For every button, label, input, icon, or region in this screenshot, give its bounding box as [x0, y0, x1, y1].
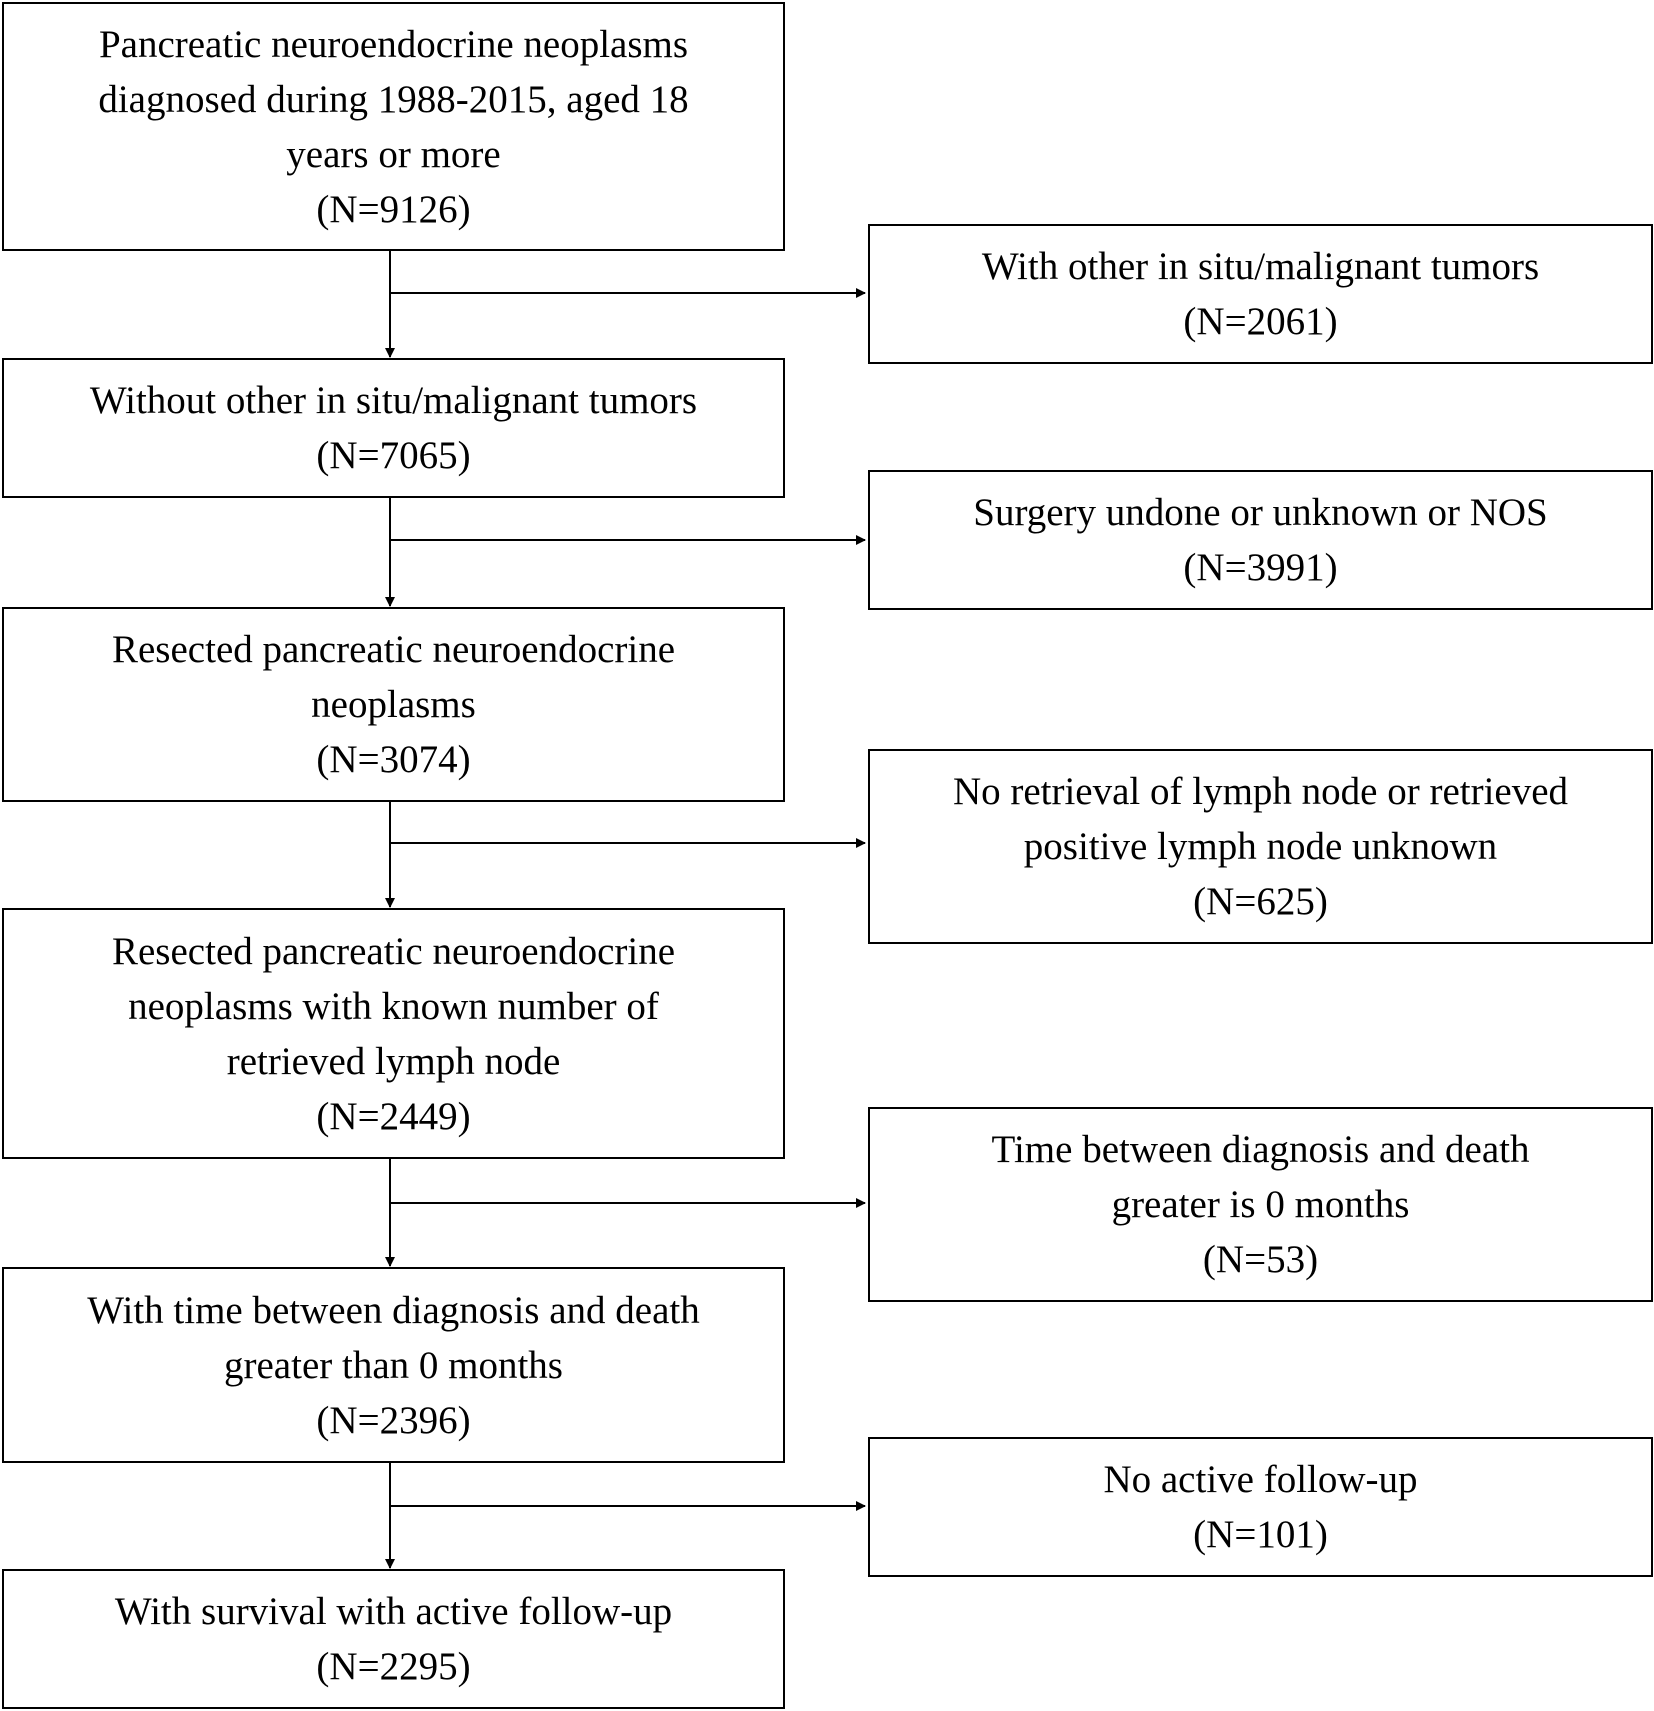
- exclusion-box-1-line-1: With other in situ/malignant tumors: [981, 245, 1540, 288]
- exclusion-box-4-line-2: greater is 0 months: [1111, 1183, 1410, 1226]
- exclusion-box-3-line-3: (N=625): [1193, 880, 1328, 923]
- main-box-5-time-greater-than-zero: With time between diagnosis and death gr…: [2, 1267, 785, 1463]
- main-box-3-line-1: Resected pancreatic neuroendocrine: [111, 628, 676, 671]
- main-box-2-line-2: (N=7065): [316, 434, 471, 477]
- main-box-4-line-1: Resected pancreatic neuroendocrine: [111, 929, 676, 973]
- main-box-4-known-lymph-node: Resected pancreatic neuroendocrine neopl…: [2, 908, 785, 1159]
- exclusion-box-2-line-2: (N=3991): [1183, 546, 1338, 589]
- main-box-3-resected: Resected pancreatic neuroendocrine neopl…: [2, 607, 785, 802]
- exclusion-box-5-line-1: No active follow-up: [1103, 1458, 1418, 1501]
- main-box-6-line-1: With survival with active follow-up: [114, 1590, 673, 1633]
- exclusion-box-2-line-1: Surgery undone or unknown or NOS: [973, 491, 1548, 534]
- main-box-4-line-3: retrieved lymph node: [226, 1039, 561, 1083]
- exclusion-box-5-no-follow-up: No active follow-up (N=101): [868, 1437, 1653, 1577]
- exclusion-box-1-other-tumors: With other in situ/malignant tumors (N=2…: [868, 224, 1653, 364]
- main-box-6-final-cohort: With survival with active follow-up (N=2…: [2, 1569, 785, 1709]
- main-box-5-line-2: greater than 0 months: [224, 1343, 563, 1387]
- main-box-3-line-2: neoplasms: [311, 683, 476, 726]
- main-box-1-line-1: Pancreatic neuroendocrine neoplasms: [98, 22, 689, 66]
- exclusion-box-3-no-lymph-node: No retrieval of lymph node or retrieved …: [868, 749, 1653, 944]
- exclusion-box-3-line-1: No retrieval of lymph node or retrieved: [952, 770, 1569, 813]
- main-box-5-line-1: With time between diagnosis and death: [87, 1288, 700, 1332]
- main-box-1-line-3: years or more: [286, 132, 501, 176]
- exclusion-box-2-surgery-undone: Surgery undone or unknown or NOS (N=3991…: [868, 470, 1653, 610]
- main-box-4-line-4: (N=2449): [316, 1094, 471, 1138]
- main-box-2-without-other-tumors: Without other in situ/malignant tumors (…: [2, 358, 785, 498]
- exclusion-box-5-line-2: (N=101): [1193, 1513, 1328, 1556]
- main-box-5-line-3: (N=2396): [316, 1398, 471, 1442]
- main-box-3-line-3: (N=3074): [316, 738, 471, 781]
- main-box-2-line-1: Without other in situ/malignant tumors: [89, 379, 698, 422]
- main-box-6-line-2: (N=2295): [316, 1645, 471, 1688]
- main-box-1-line-2: diagnosed during 1988-2015, aged 18: [98, 77, 689, 121]
- exclusion-box-3-line-2: positive lymph node unknown: [1023, 825, 1498, 868]
- exclusion-box-1-line-2: (N=2061): [1183, 300, 1338, 343]
- main-box-1-line-4: (N=9126): [316, 187, 471, 231]
- exclusion-box-4-line-1: Time between diagnosis and death: [991, 1128, 1530, 1171]
- main-box-4-line-2: neoplasms with known number of: [128, 984, 659, 1028]
- exclusion-box-4-time-zero: Time between diagnosis and death greater…: [868, 1107, 1653, 1302]
- main-box-1-initial-cohort: Pancreatic neuroendocrine neoplasms diag…: [2, 2, 785, 251]
- exclusion-box-4-line-3: (N=53): [1202, 1238, 1319, 1281]
